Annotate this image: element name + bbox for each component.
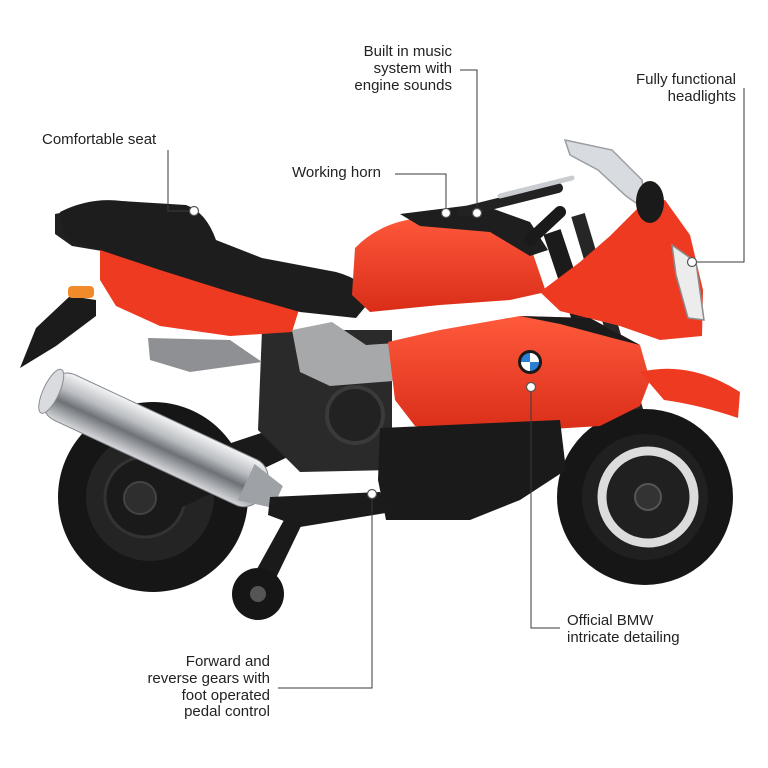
callout-text-line: engine sounds bbox=[354, 76, 452, 94]
callout-text-line: Built in music bbox=[363, 43, 452, 60]
seat-marker-dot bbox=[188, 205, 200, 217]
front-wheel bbox=[557, 409, 733, 585]
bmw-logo bbox=[518, 350, 542, 374]
callout-text-line: pedal control bbox=[184, 703, 270, 721]
callout-text-line: reverse gears with bbox=[147, 669, 270, 687]
callout-text-line: system with bbox=[373, 59, 452, 77]
callout-bmw-detailing: Official BMW intricate detailing bbox=[567, 612, 680, 647]
rear-mudguard bbox=[20, 296, 96, 368]
callout-music-system: Built in music system with engine sounds bbox=[354, 43, 452, 94]
fairing-black-trim bbox=[520, 316, 640, 345]
headlights-marker-dot bbox=[686, 256, 698, 268]
horn-connector-line bbox=[395, 173, 447, 208]
tail-body bbox=[100, 245, 302, 336]
side-fairing bbox=[388, 316, 650, 433]
tail-grey-trim bbox=[148, 338, 262, 372]
bmw-marker-dot bbox=[525, 381, 537, 393]
callout-text-line: Fully functional bbox=[635, 71, 736, 88]
bmw-connector-line bbox=[530, 382, 560, 629]
callout-connectors bbox=[167, 69, 745, 689]
exhaust-pipe bbox=[38, 368, 283, 508]
callout-text-line: Comfortable seat bbox=[42, 131, 157, 148]
callout-text-line: headlights bbox=[667, 87, 736, 105]
seat-connector-line bbox=[167, 150, 189, 212]
callout-horn: Working horn bbox=[292, 164, 381, 182]
ride-on-motorcycle bbox=[20, 138, 740, 620]
windscreen bbox=[563, 138, 647, 212]
dashboard bbox=[400, 204, 548, 256]
callout-text-line: Forward and bbox=[185, 653, 270, 670]
pedal-marker-dot bbox=[366, 488, 378, 500]
front-fairing bbox=[540, 200, 703, 340]
callout-text-line: foot operated bbox=[181, 686, 270, 704]
training-wheel bbox=[232, 568, 284, 620]
callout-pedal-control: Forward and reverse gears with foot oper… bbox=[147, 653, 270, 721]
tail-light bbox=[68, 286, 94, 298]
front-fender bbox=[640, 368, 740, 418]
engine-gear bbox=[325, 385, 385, 445]
callout-text-line: Working horn bbox=[292, 164, 381, 181]
callout-seat: Comfortable seat bbox=[42, 131, 157, 149]
music-connector-line bbox=[460, 69, 478, 208]
music-marker-dot bbox=[471, 207, 483, 219]
callout-markers bbox=[188, 205, 698, 500]
training-wheel-strut bbox=[252, 520, 302, 582]
headlights-connector-line bbox=[697, 88, 745, 263]
brake-lever bbox=[497, 175, 575, 199]
mirror bbox=[636, 181, 664, 223]
belly-pan bbox=[378, 420, 566, 520]
callout-text-line: intricate detailing bbox=[567, 628, 680, 646]
footrest bbox=[268, 492, 392, 527]
fuel-tank bbox=[352, 214, 546, 312]
callout-text-line: Official BMW bbox=[567, 612, 654, 629]
pedal-connector-line bbox=[278, 499, 373, 689]
seat bbox=[60, 200, 371, 318]
handlebar-grip bbox=[524, 206, 566, 246]
horn-marker-dot bbox=[440, 207, 452, 219]
callout-headlights: Fully functional headlights bbox=[635, 71, 736, 106]
